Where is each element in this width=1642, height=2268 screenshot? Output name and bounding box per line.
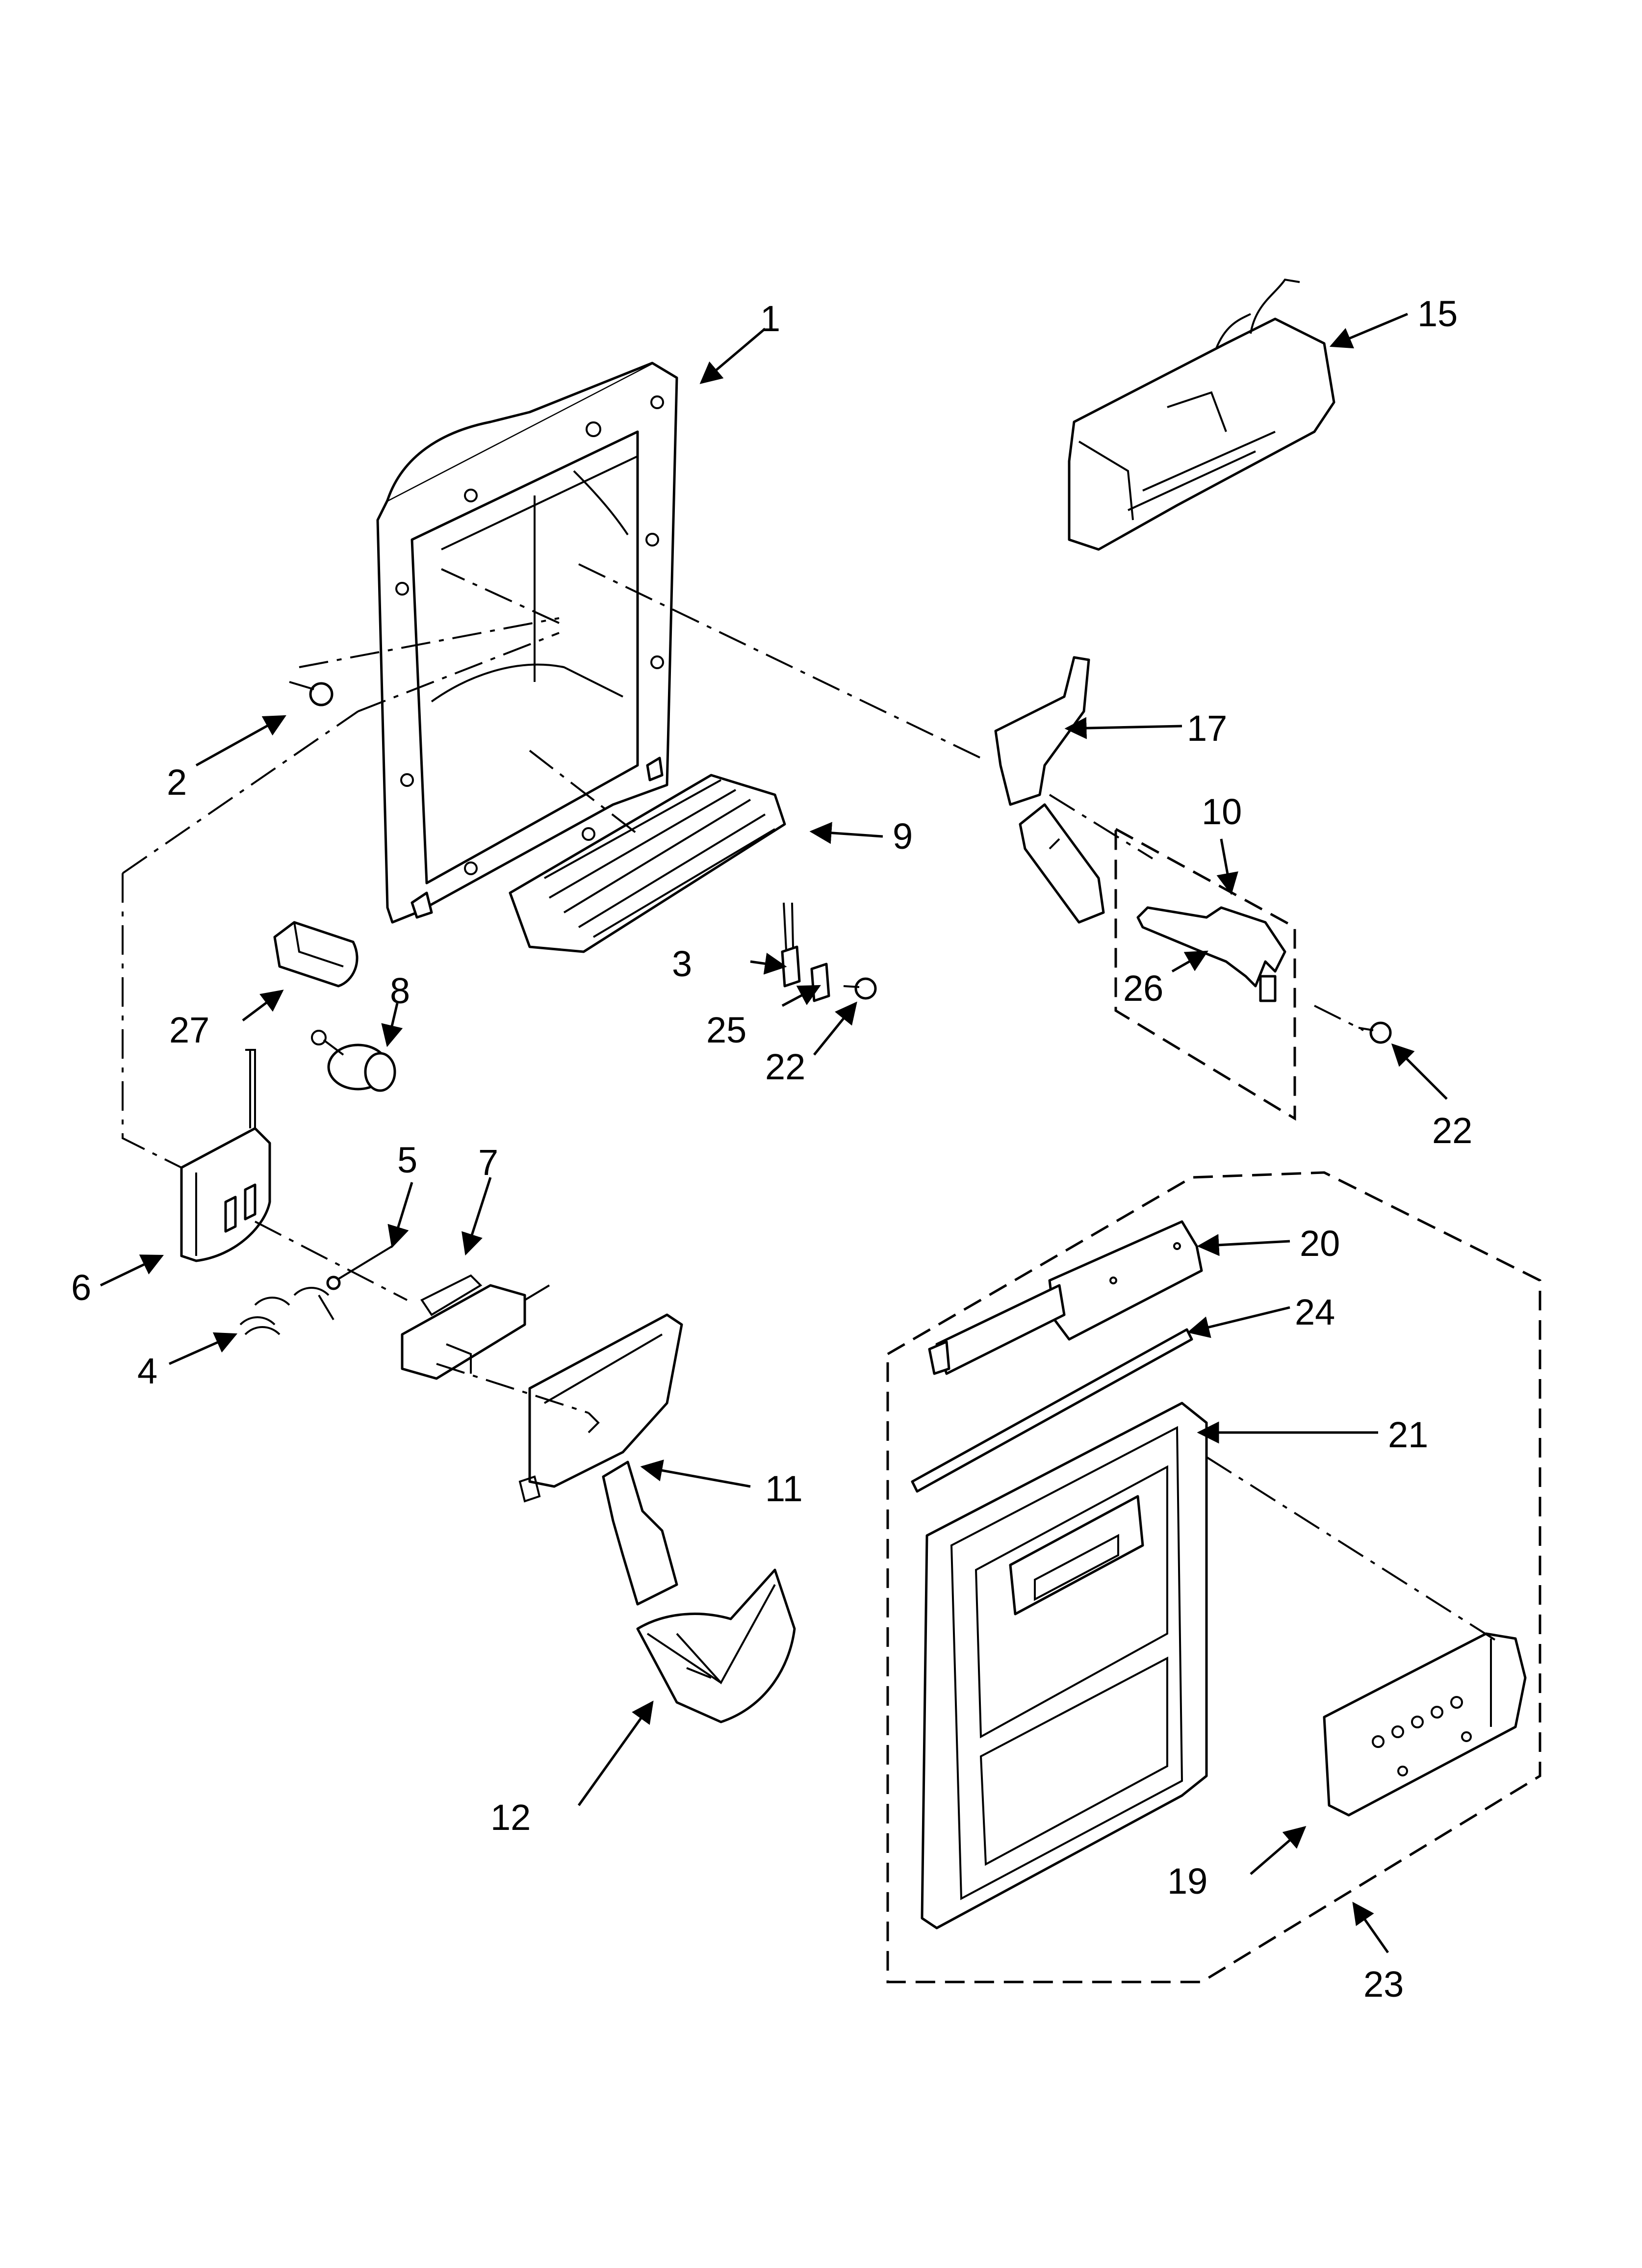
part-22-screw-left — [843, 977, 877, 1000]
callout-8: 8 — [390, 970, 410, 1011]
callout-3: 3 — [672, 943, 692, 984]
part-2-screw — [289, 681, 334, 706]
callout-22-left: 22 — [765, 1046, 805, 1087]
callout-11: 11 — [765, 1468, 803, 1509]
part-5-pin — [326, 1245, 393, 1290]
part-7-hinge — [401, 1274, 550, 1380]
part-19-control-panel — [1323, 1632, 1527, 1817]
callout-15: 15 — [1417, 293, 1458, 334]
callout-26: 26 — [1123, 968, 1163, 1009]
part-21-dispenser-frame — [921, 1402, 1208, 1929]
part-3-clip — [781, 902, 801, 988]
part-11-chute-door — [518, 1313, 683, 1606]
callout-22-right: 22 — [1432, 1110, 1472, 1151]
leader-arrows — [100, 313, 1448, 1954]
part-9-drip-tray — [509, 774, 786, 953]
callout-5: 5 — [397, 1140, 417, 1180]
group-23-boundary — [886, 1171, 1541, 1983]
callout-23: 23 — [1363, 1964, 1404, 2005]
callout-6: 6 — [71, 1267, 91, 1308]
part-25-plate — [810, 963, 830, 1002]
part-4-springs — [239, 1287, 334, 1335]
callout-4: 4 — [137, 1351, 157, 1391]
callout-2: 2 — [167, 762, 187, 803]
callout-7: 7 — [478, 1142, 498, 1183]
callout-12: 12 — [490, 1797, 531, 1838]
part-15-control-module — [1068, 278, 1335, 551]
callout-10: 10 — [1202, 791, 1242, 832]
part-1-dispenser-housing — [376, 362, 678, 924]
alignment-lines — [122, 563, 1502, 1644]
callout-labels: 1 2 3 4 5 6 7 8 9 10 11 12 15 17 19 20 2… — [71, 293, 1472, 2005]
part-20-control-board — [928, 1220, 1203, 1375]
callout-19: 19 — [1167, 1861, 1207, 1902]
part-12-ice-funnel — [636, 1568, 796, 1723]
callout-20: 20 — [1300, 1223, 1340, 1264]
callout-25: 25 — [706, 1010, 746, 1050]
part-22-screw-right — [1358, 1021, 1392, 1044]
part-6-switch — [180, 1049, 271, 1262]
callout-27: 27 — [169, 1010, 209, 1050]
callout-21: 21 — [1388, 1414, 1428, 1455]
part-17-actuator-lever — [994, 656, 1105, 924]
callout-1: 1 — [760, 298, 780, 339]
callout-17: 17 — [1187, 708, 1227, 749]
part-24-gasket-strip — [911, 1328, 1193, 1493]
part-8-solenoid — [311, 1030, 396, 1092]
callout-24: 24 — [1295, 1292, 1335, 1332]
part-27-bracket — [273, 921, 359, 988]
callout-9: 9 — [893, 816, 913, 857]
